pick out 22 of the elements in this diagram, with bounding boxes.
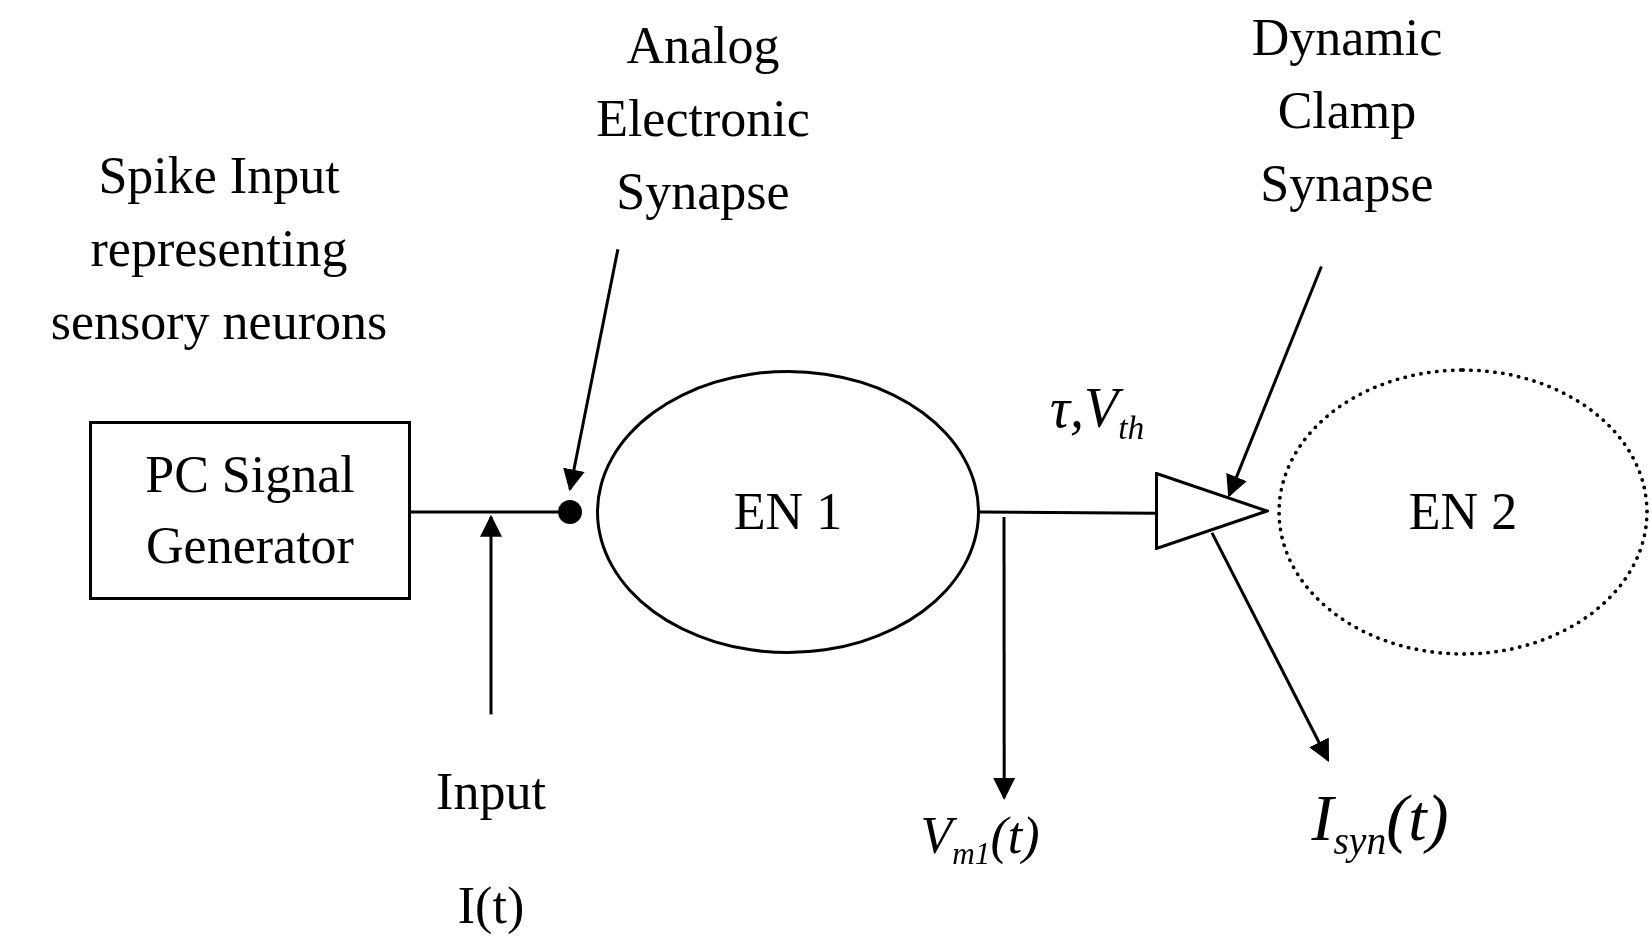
synapse-dot	[558, 500, 582, 524]
input-label: Input	[436, 762, 546, 822]
arrow	[480, 514, 502, 715]
voltage-label: V$_{m1}$(t)	[920, 806, 1040, 873]
arrow	[1226, 265, 1323, 498]
neuron-label: EN 2	[1408, 481, 1518, 542]
connector-line	[980, 510, 1155, 515]
box-label: PC Signal Generator	[144, 445, 356, 576]
synapse-label: Dynamic Clamp Synapse	[1250, 8, 1444, 214]
spike-input-label: Spike Input representing sensory neurons	[50, 147, 388, 350]
arrow	[563, 248, 620, 492]
arrow	[1210, 532, 1330, 762]
connector-line	[411, 510, 558, 514]
parameter-label: τ,V$_{th}$	[1050, 377, 1145, 439]
neuron-ellipse	[596, 370, 980, 654]
synapse-label: Analog Electronic Synapse	[595, 16, 811, 222]
input-label: I(t)	[457, 876, 525, 937]
arrow	[993, 517, 1016, 800]
neuron-label: EN 1	[733, 481, 843, 542]
signal-generator-box	[89, 421, 411, 600]
current-label: I$_{syn}$(t)	[1311, 780, 1449, 865]
neuron-ellipse	[1277, 368, 1649, 656]
